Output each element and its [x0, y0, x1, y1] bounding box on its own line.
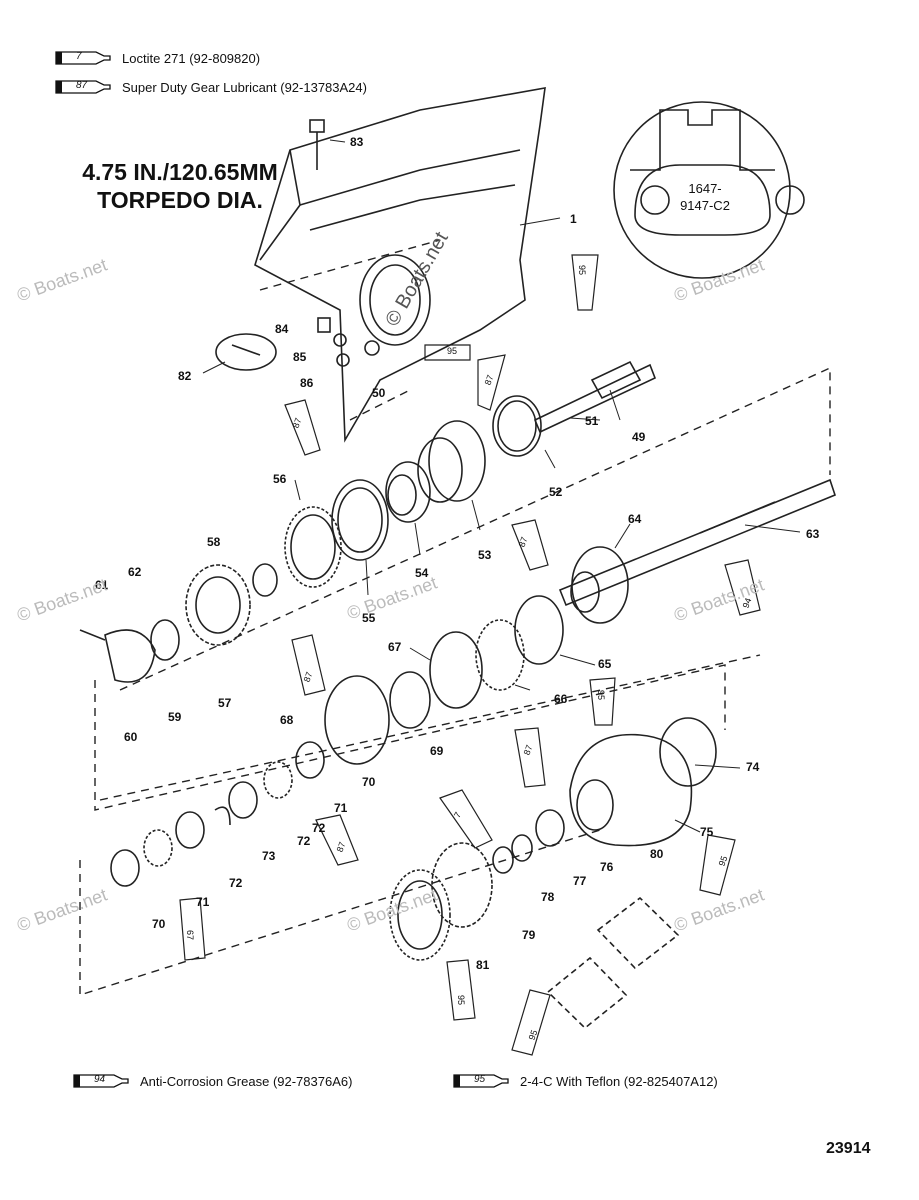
torpedo-diameter-heading: 4.75 IN./120.65MM TORPEDO DIA.: [50, 158, 310, 214]
callout: 78: [541, 890, 555, 904]
legend-item-anti-corrosion: 94 Anti-Corrosion Grease (92-78376A6): [72, 1073, 352, 1089]
tube-label: 95: [447, 346, 458, 356]
heading-line-2: TORPEDO DIA.: [97, 187, 263, 213]
inset-code-line-1: 1647-: [688, 181, 722, 196]
tube-label: 95: [456, 994, 467, 1006]
callout: 61: [95, 578, 109, 592]
callout: 54: [415, 566, 429, 580]
tube-number: 7: [76, 51, 82, 62]
callout: 62: [128, 565, 142, 579]
heading-line-1: 4.75 IN./120.65MM: [82, 159, 278, 185]
callout: 84: [275, 322, 289, 336]
callout: 59: [168, 710, 182, 724]
tube-number: 94: [94, 1074, 106, 1085]
detail-inset-circle: [613, 101, 791, 279]
callout: 52: [549, 485, 563, 499]
legend-text: Anti-Corrosion Grease (92-78376A6): [140, 1073, 353, 1089]
callout: 50: [372, 386, 386, 400]
bolt-83: [309, 119, 325, 133]
callout: 74: [746, 760, 760, 774]
callout: 83: [350, 135, 364, 149]
housing-bore: [359, 254, 431, 346]
callout: 57: [218, 696, 232, 710]
callout: 70: [362, 775, 376, 789]
tube-icon: 95: [452, 1073, 510, 1089]
callout: 71: [196, 895, 210, 909]
legend-text: 2-4-C With Teflon (92-825407A12): [520, 1073, 718, 1089]
callout: 1: [570, 212, 577, 226]
legend-item-loctite: 7 Loctite 271 (92-809820): [54, 50, 260, 66]
callout: 86: [300, 376, 314, 390]
callout: 76: [600, 860, 614, 874]
legend-text: Super Duty Gear Lubricant (92-13783A24): [122, 79, 367, 95]
callout: 75: [700, 825, 714, 839]
callout: 49: [632, 430, 646, 444]
pinion-gear: [185, 564, 251, 646]
callout: 58: [207, 535, 221, 549]
callout: 65: [598, 657, 612, 671]
callout: 66: [554, 692, 568, 706]
callout: 55: [362, 611, 376, 625]
tube-label: 95: [577, 264, 588, 276]
gear-housing: [254, 87, 546, 443]
callout: 60: [124, 730, 138, 744]
inset-code-line-2: 9147-C2: [680, 198, 730, 213]
callout: 77: [573, 874, 587, 888]
tube-number: 87: [76, 80, 88, 91]
tube-number: 95: [474, 1074, 486, 1085]
tube-icon: 7: [54, 50, 112, 66]
propeller-shaft: [558, 478, 836, 607]
callout: 81: [476, 958, 490, 972]
callout: 82: [178, 369, 192, 383]
tube-icon: 87: [54, 79, 112, 95]
callout: 80: [650, 847, 664, 861]
callout: 85: [293, 350, 307, 364]
callout: 72: [229, 876, 243, 890]
legend-item-teflon: 95 2-4-C With Teflon (92-825407A12): [452, 1073, 718, 1089]
callout: 64: [628, 512, 642, 526]
callout: 72: [312, 821, 326, 835]
tube-icon: 94: [72, 1073, 130, 1089]
callout: 67: [388, 640, 402, 654]
callout: 56: [273, 472, 287, 486]
callout: 70: [152, 917, 166, 931]
shift-shaft: [533, 363, 657, 434]
bearing-carrier: [569, 733, 693, 847]
inset-part-code: 1647- 9147-C2: [660, 180, 750, 214]
callout: 73: [262, 849, 276, 863]
legend-item-gear-lubricant: 87 Super Duty Gear Lubricant (92-13783A2…: [54, 79, 367, 95]
trim-tab: [215, 333, 277, 371]
callout: 51: [585, 414, 599, 428]
legend-text: Loctite 271 (92-809820): [122, 50, 261, 66]
tube-label: 67: [185, 929, 196, 941]
tube-label: 95: [596, 689, 607, 701]
callout: 63: [806, 527, 820, 541]
callout: 68: [280, 713, 294, 727]
callout: 79: [522, 928, 536, 942]
callout: 72: [297, 834, 311, 848]
callout: 69: [430, 744, 444, 758]
shift-cam: [104, 629, 156, 683]
callout: 53: [478, 548, 492, 562]
callout: 71: [334, 801, 348, 815]
figure-number: 23914: [826, 1140, 871, 1157]
